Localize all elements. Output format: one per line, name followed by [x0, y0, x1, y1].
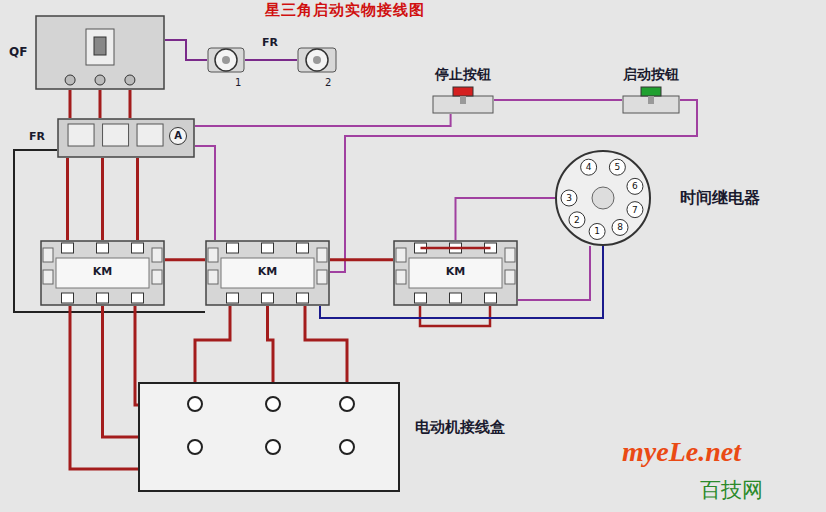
- pin-number: 4: [581, 159, 597, 175]
- fuse-device: 2: [297, 44, 337, 76]
- fuse-device: 1: [207, 44, 245, 76]
- control-wire: [518, 246, 590, 300]
- pin-number: 2: [569, 212, 585, 228]
- wire: [494, 99, 622, 101]
- fuse-device-shape: [297, 44, 337, 76]
- pin-number: 3: [561, 190, 577, 206]
- time-relay: 时间继电器45637218: [555, 150, 651, 246]
- contactor: KM: [40, 240, 165, 306]
- pin-number: 7: [627, 202, 643, 218]
- thermal-relay: FRA: [57, 118, 195, 158]
- pin-number: 6: [627, 178, 643, 194]
- pin-number: 1: [589, 223, 605, 239]
- wire: [70, 90, 130, 118]
- circuit-breaker-shape: [35, 15, 165, 90]
- contactor: KM: [205, 240, 330, 306]
- start-button: 启动按钮: [622, 86, 680, 114]
- motor-terminal-box-shape: [138, 382, 400, 492]
- wire: [456, 198, 556, 240]
- watermark: myeLe.net: [622, 436, 741, 468]
- stop-button-shape: [432, 86, 494, 114]
- node-label: FR: [29, 130, 45, 143]
- wire: [195, 114, 451, 126]
- fuse-device-shape: [207, 44, 245, 76]
- wire: [165, 40, 207, 60]
- diagram-title: 星三角启动实物接线图: [185, 1, 505, 20]
- circuit-breaker: QF: [35, 15, 165, 90]
- device-label: FR: [262, 36, 278, 49]
- motor-terminal-box: 电动机接线盒: [138, 382, 400, 492]
- contactor: KM: [393, 240, 518, 306]
- stop-button: 停止按钮: [432, 86, 494, 114]
- node-label: QF: [9, 45, 27, 59]
- pin-number: 5: [609, 159, 625, 175]
- node-label: 2: [325, 77, 331, 88]
- star-wire: [420, 306, 490, 326]
- node-label: 时间继电器: [680, 188, 760, 209]
- pin-number: A: [169, 127, 187, 145]
- wire: [68, 158, 138, 240]
- wire: [165, 258, 205, 261]
- node-label: KM: [40, 265, 165, 278]
- node-label: 电动机接线盒: [415, 418, 505, 437]
- node-label: 启动按钮: [606, 66, 696, 84]
- wire: [245, 59, 297, 61]
- wire: [70, 306, 138, 469]
- node-label: KM: [393, 265, 518, 278]
- watermark: 百技网: [700, 476, 763, 504]
- node-label: KM: [205, 265, 330, 278]
- control-wire: [195, 146, 215, 240]
- node-label: 停止按钮: [418, 66, 508, 84]
- start-button-shape: [622, 86, 680, 114]
- frame-wire: [14, 150, 205, 312]
- pin-number: 8: [612, 219, 628, 235]
- wire: [330, 258, 393, 261]
- node-label: 1: [235, 77, 241, 88]
